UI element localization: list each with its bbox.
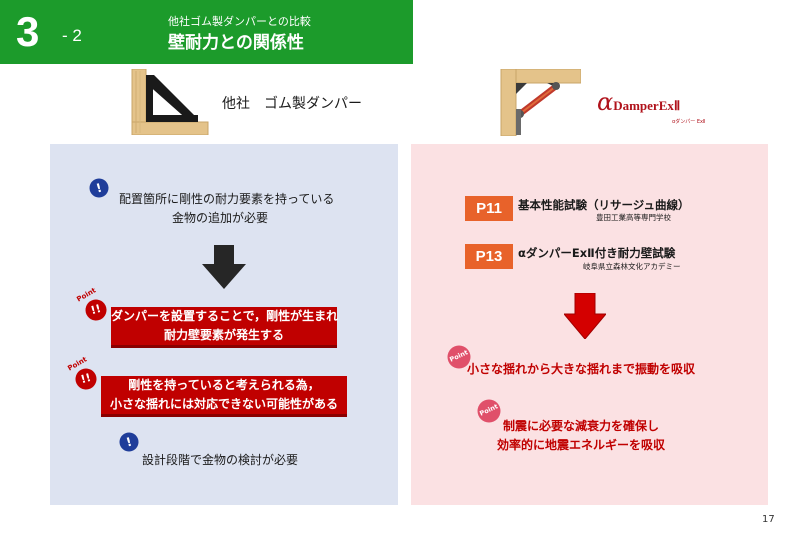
point-icon: !! bbox=[83, 297, 110, 324]
right-point1: 小さな揺れから大きな揺れまで振動を吸収 bbox=[467, 362, 696, 376]
rubber-damper-image bbox=[130, 69, 210, 135]
section-number: 3 bbox=[16, 8, 40, 55]
section-subnumber: - 2 bbox=[62, 26, 82, 45]
point-icon: !! bbox=[73, 366, 100, 393]
right-point2-line2: 効率的に地震エネルギーを吸収 bbox=[497, 438, 666, 452]
section-header bbox=[0, 0, 413, 64]
point2-line1: 剛性を持っていると考えられる為， bbox=[128, 378, 320, 392]
note1-line2: 金物の追加が必要 bbox=[172, 211, 269, 225]
p13-title[interactable]: αダンパーExⅡ付き耐力壁試験 bbox=[518, 246, 676, 260]
point1-box: ダンパーを設置することで，剛性が生まれ 耐力壁要素が発生する bbox=[111, 307, 339, 348]
header-subtitle: 他社ゴム製ダンパーとの比較 bbox=[168, 15, 311, 28]
exclamation-icon: ! bbox=[87, 176, 111, 200]
logo-small-text: αダンパー ExⅡ bbox=[672, 119, 706, 125]
point1-line1: ダンパーを設置することで，剛性が生まれ bbox=[111, 309, 339, 323]
point2-box: 剛性を持っていると考えられる為， 小さな揺れには対応できない可能性がある bbox=[101, 376, 347, 417]
point1-line2: 耐力壁要素が発生する bbox=[163, 328, 284, 342]
exclamation-icon: ! bbox=[117, 430, 141, 454]
alpha-damper-logo: αDamperExⅡ bbox=[597, 88, 680, 116]
p11-title[interactable]: 基本性能試験（リサージュ曲線） bbox=[518, 198, 690, 212]
note2: 設計段階で金物の検討が必要 bbox=[142, 453, 299, 467]
note1-line1: 配置箇所に剛性の耐力要素を持っている bbox=[119, 192, 335, 206]
p11-subtitle: 豊田工業高等専門学校 bbox=[596, 213, 671, 222]
point-icon: Point bbox=[477, 399, 501, 423]
p11-badge[interactable]: P11 bbox=[465, 196, 513, 221]
rubber-damper-label: 他社 ゴム製ダンパー bbox=[222, 96, 362, 112]
page-title: 壁耐力との関係性 bbox=[168, 33, 304, 53]
logo-alpha: α bbox=[597, 88, 614, 116]
page-number: 17 bbox=[762, 514, 775, 525]
point2-line2: 小さな揺れには対応できない可能性がある bbox=[109, 397, 338, 411]
p13-subtitle: 岐阜県立森林文化アカデミー bbox=[583, 262, 681, 271]
alpha-damper-image bbox=[497, 69, 581, 136]
down-arrow-icon bbox=[202, 245, 246, 289]
right-point2-line1: 制震に必要な減衰力を確保し bbox=[503, 419, 660, 433]
red-down-arrow-icon bbox=[564, 293, 606, 339]
point-icon: Point bbox=[447, 345, 471, 369]
logo-text: DamperExⅡ bbox=[613, 98, 681, 113]
p13-badge[interactable]: P13 bbox=[465, 244, 513, 269]
